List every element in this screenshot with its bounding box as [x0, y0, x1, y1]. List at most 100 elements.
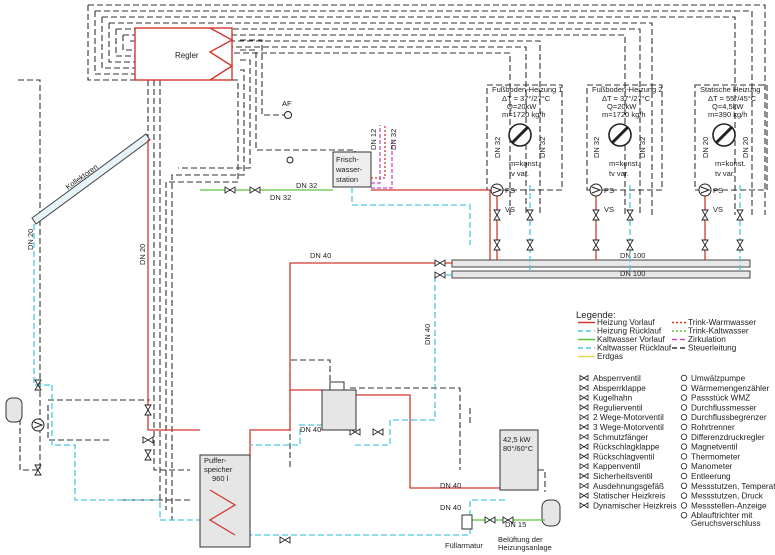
- legend-symbol-icon: [579, 423, 589, 431]
- legend-line-label: Kaltwasser Vorlauf: [597, 335, 666, 344]
- domestic-pipes: [200, 125, 491, 260]
- legend-symbol-icon: [680, 502, 688, 509]
- legend-symbol-label: Wärmemengenzähler: [691, 384, 770, 393]
- pipe-label-dn15: DN 15: [505, 520, 526, 529]
- legend-symbol-icon: [680, 512, 688, 519]
- legend-symbol-label: Thermometer: [691, 452, 740, 461]
- legend-line-label: Trink-Warmwasser: [688, 318, 756, 327]
- legend-symbol-label: Durchflussbegrenzer: [691, 413, 767, 422]
- legend-symbol-label: Absperrklappe: [593, 384, 646, 393]
- circuit-1-m: m=1720 kg/h: [502, 110, 546, 119]
- valve-label-1: VS: [505, 205, 515, 214]
- fill-vent-label-2: Heizungsanlage: [498, 543, 552, 552]
- legend-symbol-icon: [680, 384, 688, 391]
- legend-symbol-icon: [680, 414, 688, 421]
- legend-symbol-icon: [579, 443, 589, 450]
- pipe-label-dn40-c: DN 40: [300, 425, 321, 434]
- pipe-label-dn32-b: DN 32: [296, 181, 317, 190]
- circuit-3-title: Statische Heizung: [700, 85, 760, 94]
- legend-symbol-icon: [579, 374, 589, 382]
- pipe-label-dn20-b: DN 20: [138, 244, 147, 265]
- legend-line-label: Zirkulation: [688, 335, 726, 344]
- legend-line-label: Heizung Rücklauf: [597, 327, 662, 336]
- controller: Regler: [134, 27, 234, 81]
- legend-symbol-icon: [579, 433, 589, 441]
- legend-symbol-label: Messstutzen, Druck: [691, 492, 764, 501]
- legend-symbol-label: Absperrventil: [593, 374, 641, 383]
- outdoor-sensor: AF: [282, 99, 292, 119]
- legend-symbol-label: Statischer Heizkreis: [593, 492, 665, 501]
- circuit-1: Fußboden-Heizung 1 ΔT = 37°/27°C Q=20kW …: [490, 85, 562, 197]
- pipe-label-dn40-d: DN 40: [440, 481, 461, 490]
- controller-label: Regler: [175, 51, 199, 60]
- legend-symbol-icon: [680, 463, 688, 470]
- legend-title: Legende:: [576, 310, 616, 321]
- legend-symbol-label: Regulierventil: [593, 403, 643, 412]
- legend-symbol-label: Messstellen-Anzeige: [691, 501, 767, 510]
- circuit-1-note1: m=konst.: [509, 159, 540, 168]
- legend-symbol-label: 2 Wege-Motorventil: [593, 413, 664, 422]
- legend-symbol-icon: [680, 433, 688, 440]
- legend-symbol-label: Sicherheitsventil: [593, 472, 653, 481]
- legend-symbol-label: Kappenventil: [593, 462, 641, 471]
- circuit-3-dt: ΔT = 55°/45°C: [708, 94, 757, 103]
- legend-symbol-label: Rohrtrenner: [691, 423, 735, 432]
- circuit-1-dt: ΔT = 37°/27°C: [502, 94, 551, 103]
- pipe-label-dn40-e: DN 40: [440, 503, 461, 512]
- outdoor-sensor-label: AF: [282, 99, 292, 108]
- circuit-pipes: [496, 185, 741, 271]
- circuit-2-pump: PS: [604, 186, 614, 195]
- circuit-2-m: m=1720 kg/h: [602, 110, 646, 119]
- legend-symbol-label: Ausdehnungsgefäß: [593, 482, 664, 491]
- legend-symbol-label: Differenzdruckregler: [691, 433, 765, 442]
- legend-symbol-label: Durchflussmesser: [691, 403, 757, 412]
- circuit-2-dn-left: DN 32: [592, 137, 601, 158]
- legend-symbol-icon: [680, 472, 688, 480]
- circuit-1-title: Fußboden-Heizung 1: [492, 85, 562, 94]
- legend-symbol-icon: [680, 423, 688, 431]
- legend-symbol-icon: [680, 453, 688, 460]
- circuit-1-dn-right: DN 32: [538, 137, 547, 158]
- pipe-label-dn32-a: DN 32: [270, 193, 291, 202]
- pipe-label-dn12: DN 12: [369, 129, 378, 150]
- circuit-3-dn-right: DN 20: [741, 137, 750, 158]
- legend-symbol-icon: [680, 492, 688, 499]
- circuit-1-dn-left: DN 32: [493, 137, 502, 158]
- fill-vent-label-1: Belüftung der: [498, 535, 543, 544]
- circuit-3-note1: m=konst.: [715, 159, 746, 168]
- legend-symbol-icon: [680, 443, 688, 450]
- circuit-3-dn-left: DN 20: [701, 137, 710, 158]
- legend-symbol-label: Rückschlagklappe: [593, 443, 660, 452]
- legend-symbol-label: Rückschlagventil: [593, 452, 655, 461]
- buffer-tank: Puffer- speicher 960 l: [199, 454, 251, 548]
- legend-line-label: Kaltwasser Rücklauf: [597, 344, 672, 353]
- circuit-2-note2: tv var.: [609, 169, 629, 178]
- solar-loop: [33, 139, 200, 521]
- circuit-1-q: Q=20kW: [507, 102, 537, 111]
- circuit-2-dn-right: DN 32: [638, 137, 647, 158]
- circuit-1-note2: tv var.: [509, 169, 529, 178]
- legend-symbol-label: Geruchsverschluss: [691, 519, 761, 528]
- legend-symbol-icon: [579, 413, 589, 421]
- boiler-line2: 80°/60°C: [503, 444, 534, 453]
- legend-symbol-icon: [579, 492, 589, 499]
- pipe-label-dn100-b: DN 100: [620, 269, 645, 278]
- legend-symbol-icon: [579, 472, 589, 480]
- pipe-label-dn32-c: DN 32: [389, 129, 398, 150]
- circuit-2-q: Q=20kW: [607, 102, 637, 111]
- pipe-label-dn40-b: DN 40: [423, 324, 432, 345]
- buffer-line3: 960 l: [212, 474, 229, 483]
- legend-symbol-icon: [579, 502, 589, 509]
- legend-line-label: Trink-Kaltwasser: [688, 327, 749, 336]
- pipe-label-dn40-a: DN 40: [310, 251, 331, 260]
- control-lines: [18, 4, 766, 520]
- legend-symbol-label: Kugelhahn: [593, 394, 633, 403]
- legend-symbol-label: 3 Wege-Motorventil: [593, 423, 664, 432]
- station-line1: Frisch-: [336, 155, 359, 164]
- legend-symbol-label: Passstück WMZ: [691, 394, 750, 403]
- buffer-line2: speicher: [204, 465, 233, 474]
- legend-symbol-label: Ablauftrichter mit: [691, 511, 753, 520]
- buffer-line1: Puffer-: [204, 456, 227, 465]
